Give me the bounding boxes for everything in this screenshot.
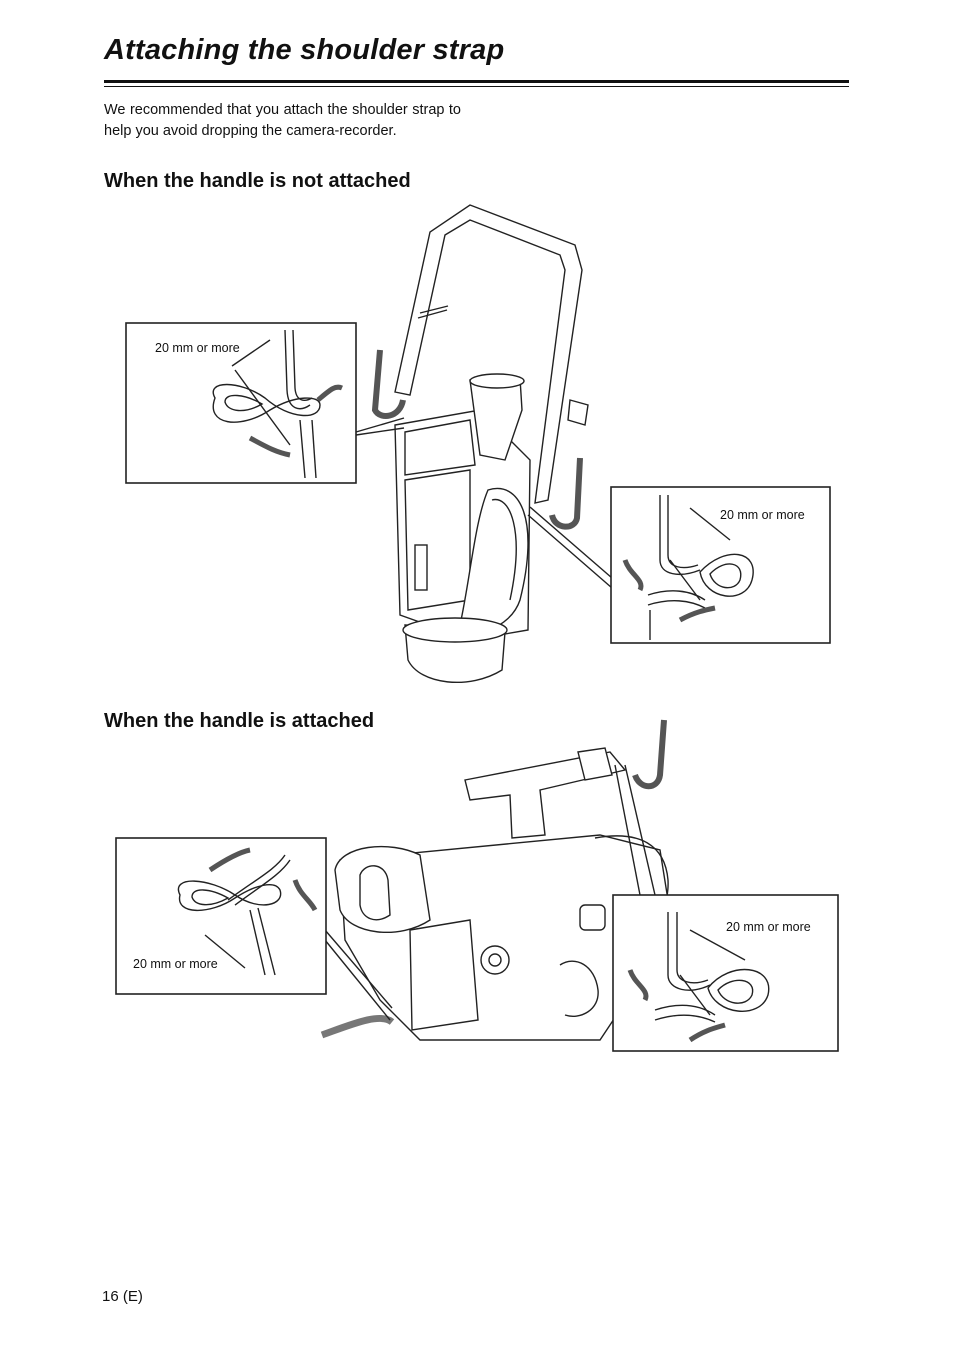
length-label-1: 20 mm or more — [155, 341, 240, 355]
inset-top-left — [125, 322, 357, 484]
inset-bottom-right — [612, 894, 839, 1052]
inset-top-right-strap — [622, 495, 754, 640]
inset-top-left-strap — [212, 329, 343, 479]
heading-handle-attached: When the handle is attached — [104, 710, 375, 732]
length-label-2: 20 mm or more — [720, 508, 805, 522]
figure-handle-not-attached — [355, 204, 613, 683]
heading-handle-not-attached: When the handle is not attached — [104, 170, 411, 192]
inset-top-right — [610, 486, 831, 644]
length-label-3: 20 mm or more — [133, 957, 218, 971]
figure-handle-attached — [320, 719, 669, 1041]
title-rule-thick — [104, 80, 849, 83]
page-title: Attaching the shoulder strap — [104, 34, 505, 66]
page-number: 16 (E) — [102, 1288, 143, 1305]
length-label-4: 20 mm or more — [726, 920, 811, 934]
inset-bottom-right-strap — [627, 912, 770, 1043]
title-rule-thin — [104, 86, 849, 87]
inset-bottom-left-strap — [177, 847, 318, 976]
intro-paragraph: We recommended that you attach the shoul… — [104, 102, 461, 139]
